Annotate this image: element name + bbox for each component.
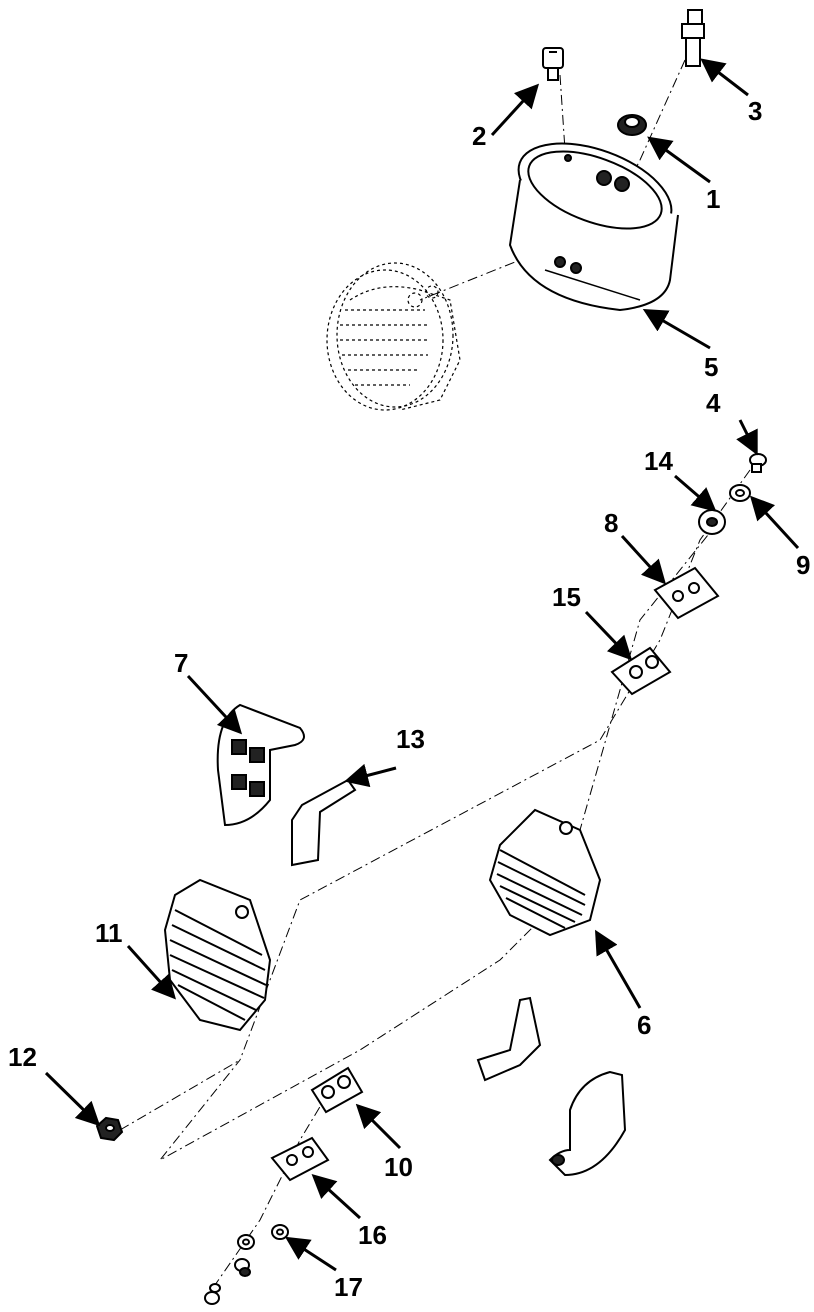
- housing-ring: [508, 142, 679, 312]
- ghost-alternator-assembly: [326, 262, 461, 411]
- hex-nut: [95, 1116, 124, 1142]
- bracket-lower: [476, 996, 542, 1082]
- spacer: [698, 509, 726, 535]
- callout-9: 9: [796, 550, 810, 580]
- callout-2: 2: [472, 121, 486, 151]
- terminal-plate-10: [310, 1066, 364, 1114]
- callout-14: 14: [644, 446, 673, 476]
- callout-7: 7: [174, 648, 188, 678]
- rectifier-cover-lower: [548, 1070, 627, 1177]
- callout-6: 6: [637, 1010, 651, 1040]
- mounting-bolt: [542, 47, 564, 81]
- callout-3: 3: [748, 96, 762, 126]
- callout-leaders: [44, 58, 800, 1272]
- small-screw: [749, 453, 767, 473]
- regulator-6: [488, 808, 602, 937]
- callout-labels: 1 2 3 4 5 6 7 8 9 10 11 12 13 14 15 16 1…: [8, 96, 810, 1302]
- callout-13: 13: [396, 724, 425, 754]
- callout-4: 4: [706, 388, 721, 418]
- callout-1: 1: [706, 184, 720, 214]
- callout-8: 8: [604, 508, 618, 538]
- lock-washer-9: [729, 484, 751, 502]
- regulator-11: [163, 878, 272, 1032]
- callout-10: 10: [384, 1152, 413, 1182]
- terminal-plate-16: [270, 1136, 330, 1182]
- terminal-plate-8: [653, 566, 720, 620]
- callout-16: 16: [358, 1220, 387, 1250]
- callout-12: 12: [8, 1042, 37, 1072]
- callout-11: 11: [95, 918, 123, 948]
- terminal-plate-15: [610, 646, 672, 696]
- terminal-stud: [681, 9, 705, 67]
- grommet: [617, 114, 647, 136]
- bracket-13: [291, 778, 357, 867]
- washer-nut-stack: [204, 1224, 289, 1305]
- callout-15: 15: [552, 582, 581, 612]
- rectifier-cover-7: [216, 703, 305, 827]
- callout-5: 5: [704, 352, 718, 382]
- callout-17: 17: [334, 1272, 363, 1302]
